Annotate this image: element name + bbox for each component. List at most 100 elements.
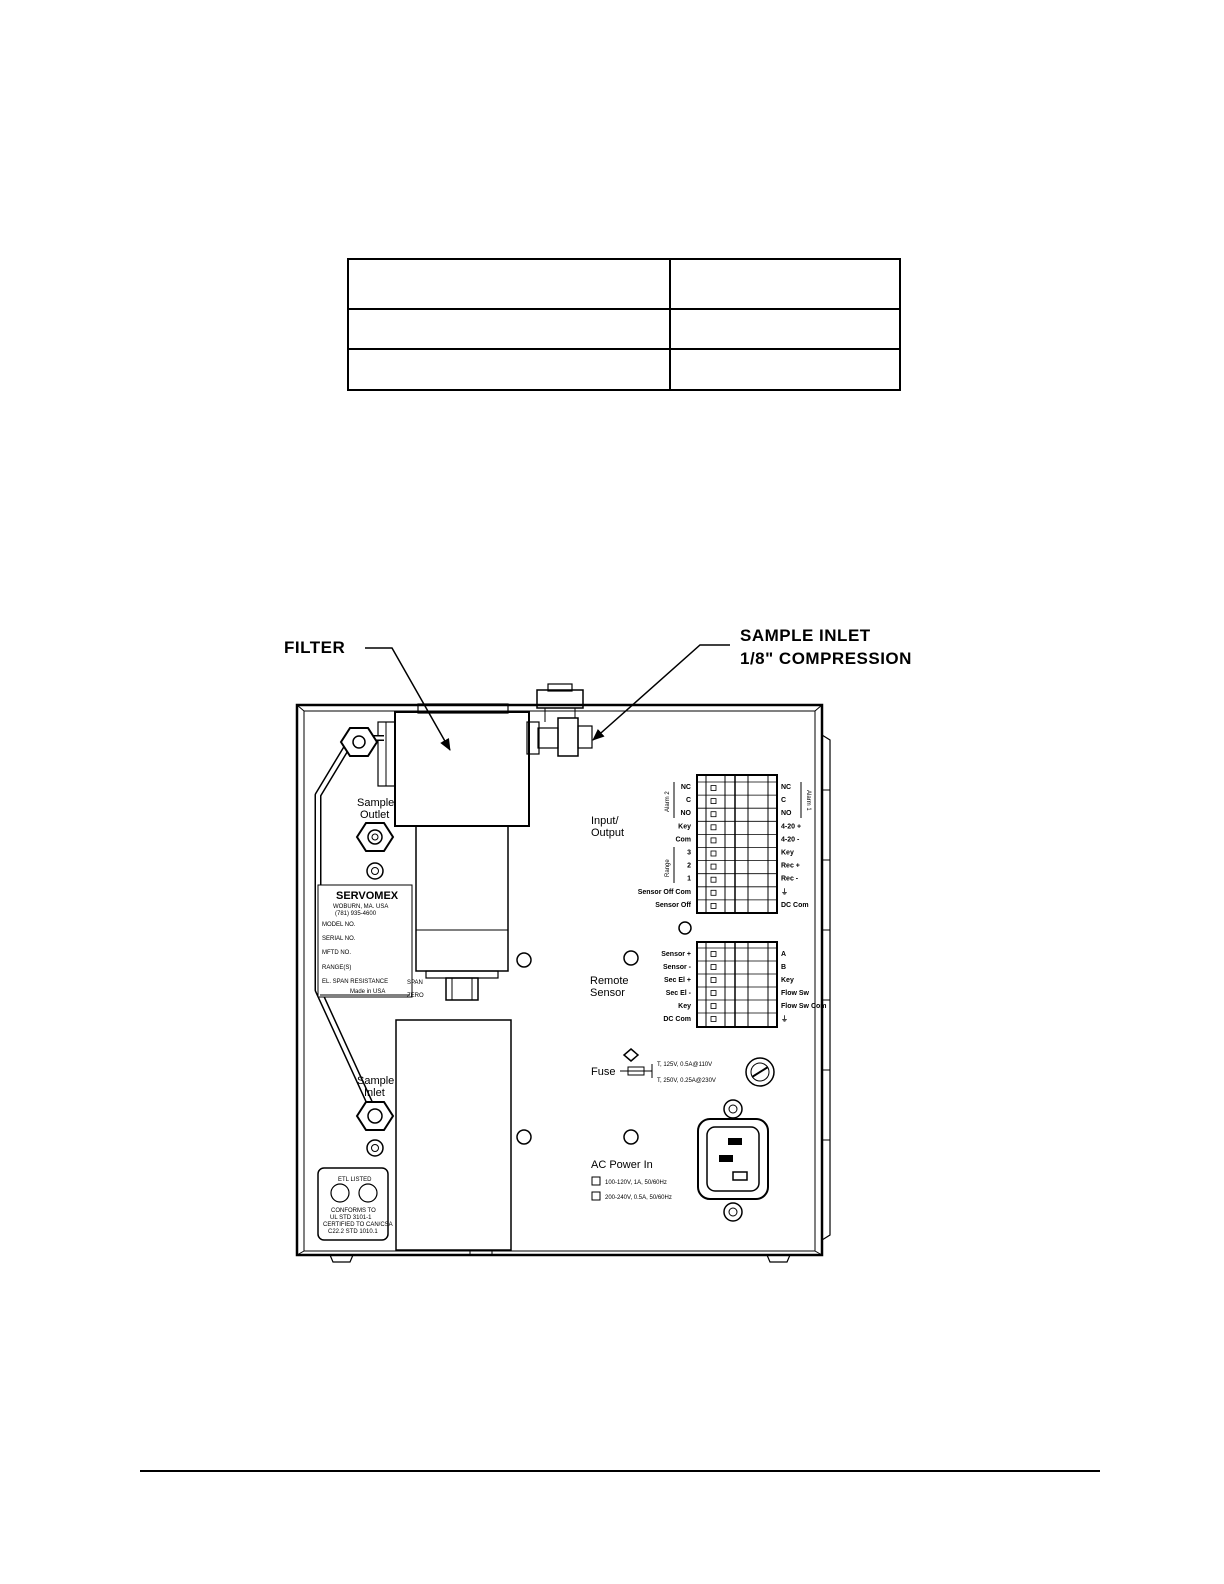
terminal-screw: [710, 785, 717, 791]
io-terminal-block: [696, 774, 778, 914]
filter: [377, 703, 530, 1001]
sample-outlet-label: Outlet: [360, 809, 389, 821]
terminal-screw: [710, 903, 717, 909]
io-pin-label: Sensor Off: [655, 902, 691, 909]
voltage-option: 100-120V, 1A, 50/60Hz: [605, 1180, 667, 1186]
nameplate-made-in: Made in USA: [350, 989, 385, 995]
table-cell: [347, 348, 671, 391]
io-pin-label: NC: [681, 784, 691, 791]
input-output-label: Input/: [591, 815, 619, 827]
remote-sensor-pin-label: DC Com: [663, 1016, 691, 1023]
nameplate: [317, 884, 413, 998]
remote-sensor-pin-label: Sec El -: [666, 990, 692, 997]
nameplate-field: MODEL NO.: [322, 922, 356, 928]
filter-label: FILTER: [284, 638, 345, 657]
terminal-screw: [710, 1016, 717, 1022]
fuse-symbol: [620, 1064, 653, 1078]
terminal-screw: [710, 837, 717, 844]
io-pin-label: 4-20 +: [781, 823, 801, 830]
nameplate-span: SPAN: [407, 980, 423, 986]
remote-sensor-pin-label: Sec El +: [664, 977, 691, 984]
io-pin-label: DC Com: [781, 902, 809, 909]
sample-inlet-port-label: Inlet: [364, 1087, 385, 1099]
cert-line: CONFORMS TO: [331, 1208, 376, 1214]
remote-sensor-pin-label: Flow Sw: [781, 990, 810, 997]
sample-outlet-label: Sample: [357, 797, 394, 809]
terminal-screw: [710, 951, 717, 957]
fuse-rating: T, 250V, 0.25A@230V: [657, 1078, 716, 1084]
enclosure: [295, 703, 831, 1263]
io-pin-label: C: [686, 797, 691, 804]
io-pin-label: Rec +: [781, 863, 800, 870]
empty-table: [347, 258, 901, 391]
table-cell: [669, 348, 901, 391]
alarm1-label: Alarm 1: [805, 790, 811, 811]
io-pin-label: 1: [687, 876, 691, 883]
cert-listed: ETL LISTED: [338, 1177, 372, 1183]
io-pin-label: Key: [678, 823, 691, 830]
cover-plate: [395, 1019, 512, 1251]
io-pin-label: NO: [681, 810, 692, 817]
remote-sensor-pin-label: ⏚: [781, 1015, 788, 1023]
io-pin-label: 2: [687, 863, 691, 870]
ac-power-label: AC Power In: [591, 1159, 653, 1171]
io-pin-label: Com: [675, 836, 691, 843]
input-output-label: Output: [591, 827, 624, 839]
remote-sensor-pin-label: Sensor +: [661, 951, 691, 958]
sample-inlet-leader-arrow: [592, 644, 730, 741]
terminal-screw: [710, 977, 717, 983]
sample-inlet-fitting: [526, 683, 593, 757]
footer-rule: [140, 1470, 1100, 1472]
nameplate-field: RANGE(S): [322, 965, 351, 971]
cert-line: CERTIFIED TO CAN/CSA: [323, 1222, 393, 1228]
fuse-label: Fuse: [591, 1066, 615, 1078]
voltage-option: 200-240V, 0.5A, 50/60Hz: [605, 1195, 672, 1201]
voltage-checkbox-230: [591, 1191, 601, 1201]
nameplate-field: MFTD NO.: [322, 950, 351, 956]
terminal-screw: [710, 889, 717, 896]
nameplate-field: SERIAL NO.: [322, 936, 356, 942]
nameplate-brand: SERVOMEX: [336, 890, 399, 902]
remote-sensor-pin-label: Key: [678, 1003, 691, 1010]
remote-sensor-terminal-block: [696, 941, 778, 1028]
remote-sensor-pin-label: Flow Sw Com: [781, 1003, 827, 1010]
terminal-screw: [710, 811, 717, 818]
io-pin-label: Key: [781, 850, 794, 857]
nameplate-location: WOBURN, MA. USA: [333, 904, 388, 910]
ac-power-inlet: [697, 1099, 769, 1222]
io-pin-label: ⏚: [781, 888, 788, 896]
terminal-screw: [710, 876, 717, 883]
table-cell: [669, 308, 901, 350]
sample-inlet-label-line2: 1/8" COMPRESSION: [740, 649, 912, 668]
fuse-holder: [622, 1048, 775, 1087]
terminal-screw: [710, 824, 717, 831]
terminal-screw: [710, 990, 717, 996]
remote-sensor-label: Remote: [590, 975, 629, 987]
sample-outlet-port: [339, 727, 395, 880]
remote-sensor-pin-label: Sensor -: [663, 964, 692, 971]
cert-line: UL STD 3101-1: [330, 1215, 372, 1221]
sample-inlet-port-label: Sample: [357, 1075, 394, 1087]
remote-sensor-pin-label: A: [781, 951, 786, 958]
nameplate-phone: (781) 935-4600: [335, 911, 377, 917]
table-cell: [347, 258, 671, 310]
io-pin-label: Sensor Off Com: [638, 889, 691, 896]
cert-line: C22.2 STD 1010.1: [328, 1229, 378, 1235]
table-cell: [669, 258, 901, 310]
table-row: [347, 348, 901, 391]
table-row: [347, 258, 901, 310]
nameplate-zero: ZERO: [407, 993, 424, 999]
io-pin-label: C: [781, 797, 786, 804]
terminal-screw: [710, 850, 717, 857]
sample-inlet-label-line1: SAMPLE INLET: [740, 626, 871, 645]
mounting-holes: [516, 921, 692, 1145]
terminal-screw: [710, 798, 717, 804]
nameplate-field: EL. SPAN RESISTANCE: [322, 979, 388, 985]
terminal-screw: [710, 964, 717, 970]
io-pin-label: Rec -: [781, 876, 799, 883]
certification-label: [317, 1167, 389, 1241]
table-row: [347, 308, 901, 350]
sample-inlet-port: [355, 1101, 395, 1157]
io-pin-label: 4-20 -: [781, 836, 800, 843]
